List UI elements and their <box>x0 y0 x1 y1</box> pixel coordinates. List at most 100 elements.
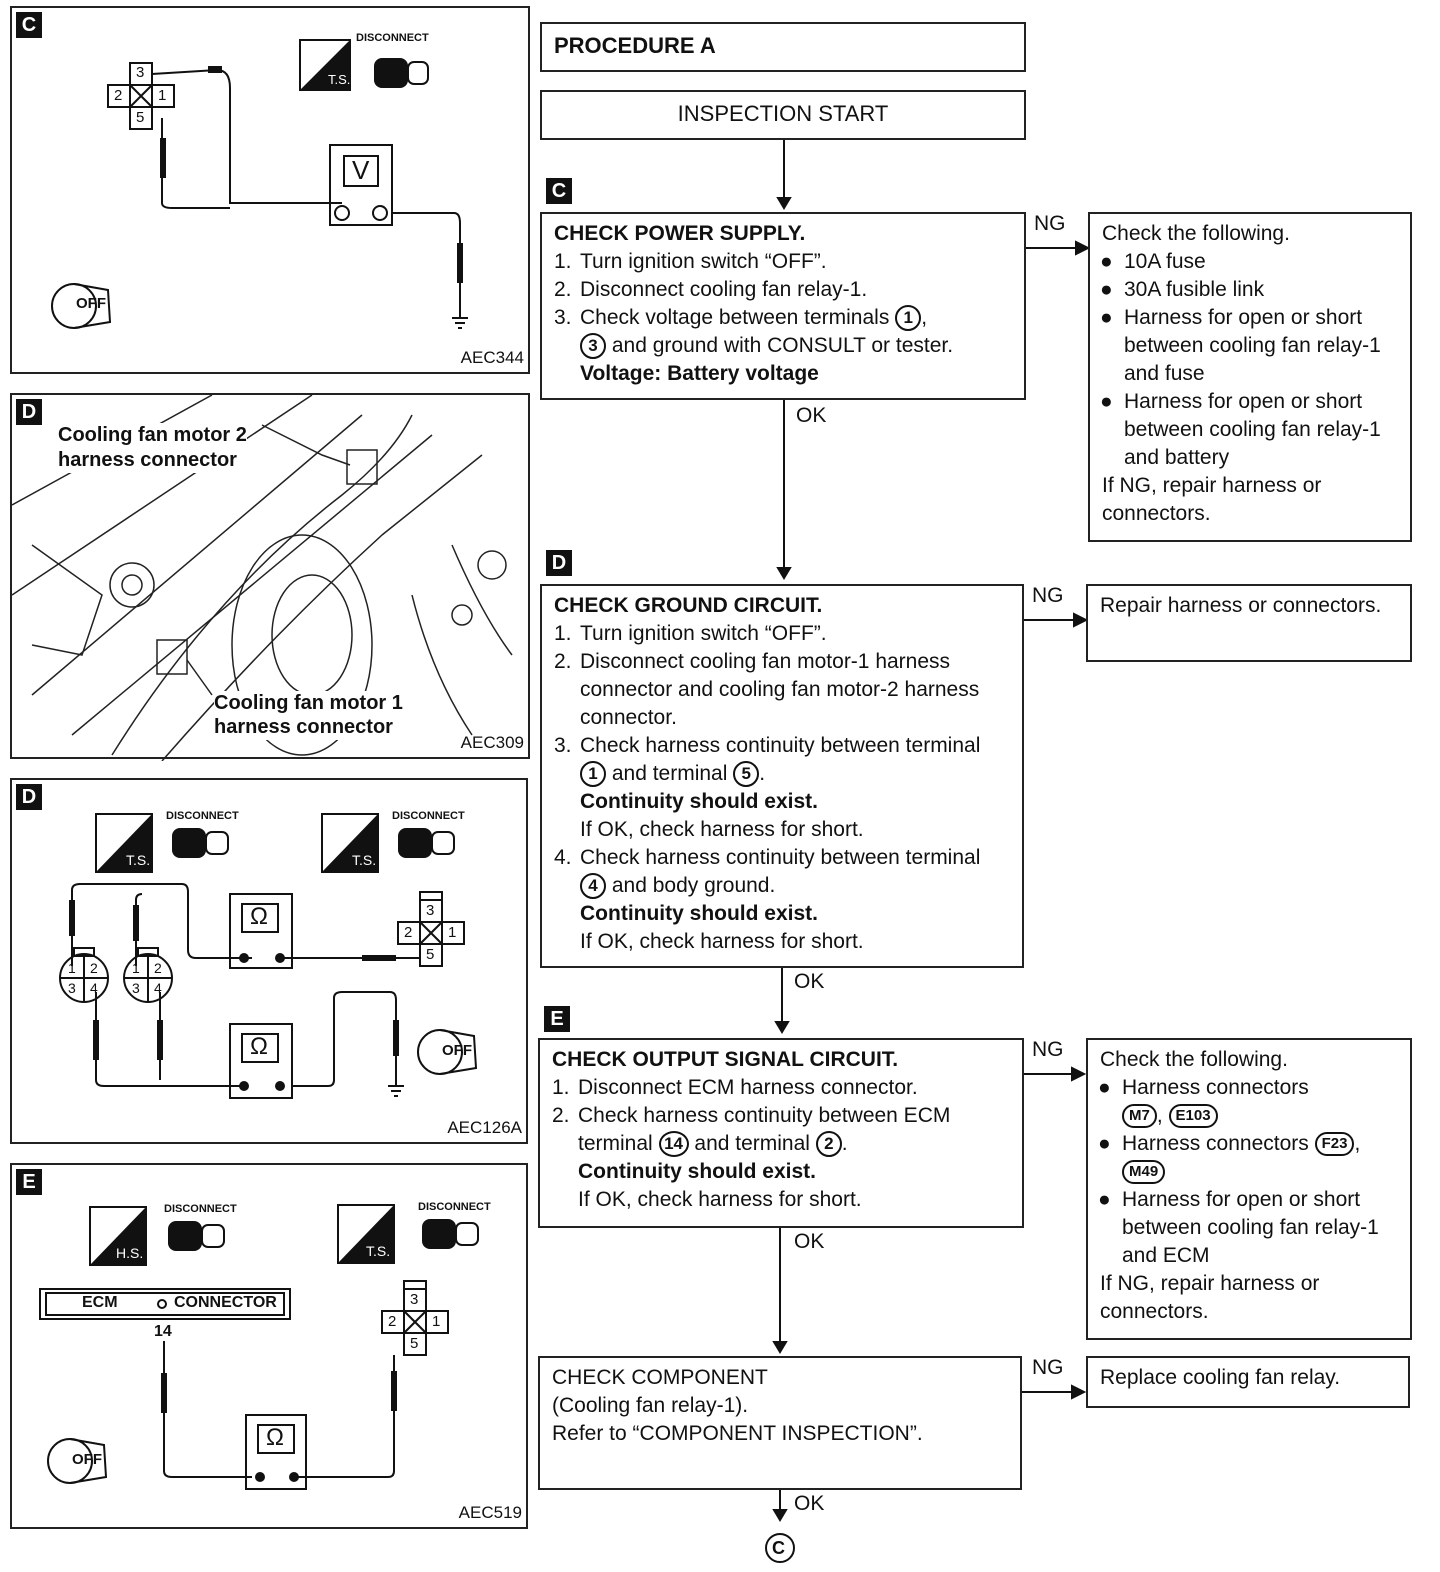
figure-code: AEC344 <box>460 348 524 367</box>
step-text: Disconnect ECM harness connector. <box>578 1076 918 1099</box>
connector-term-1: 1 <box>158 87 167 104</box>
panel-d-harness-illustration: D Cooling fan motor 2 harness connector … <box>10 393 530 761</box>
step-check-ground-circuit: CHECK GROUND CIRCUIT. 1.Turn ignition sw… <box>540 584 1024 968</box>
step-letter: D <box>546 550 572 576</box>
ohmmeter-label: Ω <box>250 1033 268 1060</box>
step-text: Turn ignition switch “OFF”. <box>580 622 827 645</box>
terminal-number: 5 <box>733 761 760 788</box>
inspection-start-text: INSPECTION START <box>677 101 889 126</box>
step-check-power-supply: CHECK POWER SUPPLY. 1.Turn ignition swit… <box>540 212 1026 400</box>
step-letter: E <box>544 1006 570 1032</box>
step-text: Disconnect cooling fan relay-1. <box>580 278 868 301</box>
short-text: If OK, check harness for short. <box>580 818 864 841</box>
step-letter: C <box>546 178 572 204</box>
terminal-number: 1 <box>580 761 606 788</box>
connector-code: M7 <box>1122 1104 1157 1129</box>
step-text: Check voltage between terminals <box>580 306 890 329</box>
procedure-title-text: PROCEDURE A <box>554 33 716 58</box>
disconnect-icon: DISCONNECT <box>392 810 465 822</box>
ng-item: Harness for open or short between coolin… <box>1124 390 1381 469</box>
ts-icon: T.S. <box>366 1243 391 1259</box>
step-text: Check harness continuity between termina… <box>580 846 981 869</box>
step-title: CHECK GROUND CIRCUIT. <box>554 594 823 617</box>
ok-label: OK <box>794 970 825 993</box>
step-title: CHECK POWER SUPPLY. <box>554 222 806 245</box>
panel-letter: D <box>16 399 42 425</box>
panel-e-ecm-diagram: E H.S. <box>10 1163 528 1529</box>
end-connector-marker: C <box>772 1538 785 1558</box>
ecm-connector-right-label: CONNECTOR <box>174 1294 277 1311</box>
disconnect-icon: DISCONNECT <box>418 1201 491 1213</box>
relay-term-1: 1 <box>432 1313 441 1330</box>
ts-icon: T.S. <box>328 72 351 87</box>
ng-item: Harness for open or short between coolin… <box>1122 1188 1379 1267</box>
connector-term-5: 5 <box>136 109 145 126</box>
ecm-terminal-number: 14 <box>154 1323 172 1340</box>
ng-box-component: Replace cooling fan relay. <box>1086 1356 1410 1408</box>
connector-term-2: 2 <box>114 87 123 104</box>
figure-code: AEC519 <box>458 1503 522 1522</box>
ng-title: Check the following. <box>1102 222 1290 245</box>
ok-label: OK <box>796 404 827 427</box>
ng-text: Replace cooling fan relay. <box>1100 1366 1341 1389</box>
ng-item: Harness for open or short between coolin… <box>1124 306 1381 385</box>
connector-term-3: 3 <box>136 64 145 81</box>
step-text: Check harness continuity between termina… <box>580 734 981 757</box>
step-text: and body ground. <box>611 874 776 897</box>
ok-label: OK <box>794 1492 825 1515</box>
engine-bay-illustration <box>12 395 513 761</box>
step-text: Check harness continuity between ECM ter… <box>578 1104 951 1155</box>
step-text: and ground with CONSULT or tester. <box>611 334 954 357</box>
ohmmeter-label: Ω <box>250 903 268 930</box>
relay-term-2: 2 <box>388 1313 397 1330</box>
terminal-number: 4 <box>580 873 606 900</box>
ng-box-power-supply: Check the following. ●10A fuse ●30A fusi… <box>1088 212 1412 542</box>
ng-text: Repair harness or connectors. <box>1100 594 1382 617</box>
terminal-number: 2 <box>815 1131 842 1158</box>
motor1-term-2: 2 <box>90 960 98 976</box>
motor1-term-3: 3 <box>68 980 76 996</box>
procedure-title: PROCEDURE A <box>540 22 1026 72</box>
connector-code: M49 <box>1122 1160 1166 1185</box>
step-text: Turn ignition switch “OFF”. <box>580 250 827 273</box>
motor1-term-1: 1 <box>68 960 76 976</box>
ng-label: NG <box>1034 212 1066 235</box>
callout-fan-motor-1-line2: harness connector <box>214 715 393 740</box>
off-key-icon: OFF <box>76 295 106 312</box>
panel-c-voltage-diagram: C 3 2 1 <box>10 6 530 374</box>
ng-item: 10A fuse <box>1124 250 1206 273</box>
ng-box-output-signal: Check the following. ●Harness connectors… <box>1086 1038 1412 1340</box>
ng-box-ground-circuit: Repair harness or connectors. <box>1086 584 1412 662</box>
relay-term-3: 3 <box>426 902 435 919</box>
step-text: and terminal <box>694 1132 810 1155</box>
motor2-term-3: 3 <box>132 980 140 996</box>
step-text: Refer to “COMPONENT INSPECTION”. <box>552 1422 923 1445</box>
ohmmeter-label: Ω <box>266 1424 284 1451</box>
step-text: and terminal <box>611 762 728 785</box>
relay-term-5: 5 <box>410 1335 419 1352</box>
step-text: CHECK COMPONENT <box>552 1366 768 1389</box>
disconnect-icon: DISCONNECT <box>164 1203 237 1215</box>
inspection-start: INSPECTION START <box>540 90 1026 140</box>
spec-text: Continuity should exist. <box>580 902 819 925</box>
output-signal-wiring-svg <box>39 1204 479 1490</box>
panel-d-ohm-diagram: D <box>10 778 528 1144</box>
step-text: Disconnect cooling fan motor-1 harness c… <box>580 650 980 729</box>
motor2-term-1: 1 <box>132 960 140 976</box>
ts-icon: T.S. <box>352 852 377 868</box>
terminal-number: 3 <box>580 333 606 360</box>
relay-term-2: 2 <box>404 924 413 941</box>
connector-code: E103 <box>1168 1104 1218 1129</box>
motor1-term-4: 4 <box>90 980 98 996</box>
voltage-wiring-svg <box>51 39 468 329</box>
step-check-output-signal: CHECK OUTPUT SIGNAL CIRCUIT. 1.Disconnec… <box>538 1038 1024 1228</box>
ground-circuit-wiring-svg <box>59 813 478 1099</box>
ng-label: NG <box>1032 584 1064 607</box>
short-text: If OK, check harness for short. <box>580 930 864 953</box>
step-title: CHECK OUTPUT SIGNAL CIRCUIT. <box>552 1048 899 1071</box>
panel-letter: C <box>16 12 42 38</box>
callout-fan-motor-1-line1: Cooling fan motor 1 <box>214 691 403 716</box>
callout-fan-motor-2-line2: harness connector <box>58 448 237 473</box>
ok-label: OK <box>794 1230 825 1253</box>
panel-letter: D <box>16 784 42 810</box>
